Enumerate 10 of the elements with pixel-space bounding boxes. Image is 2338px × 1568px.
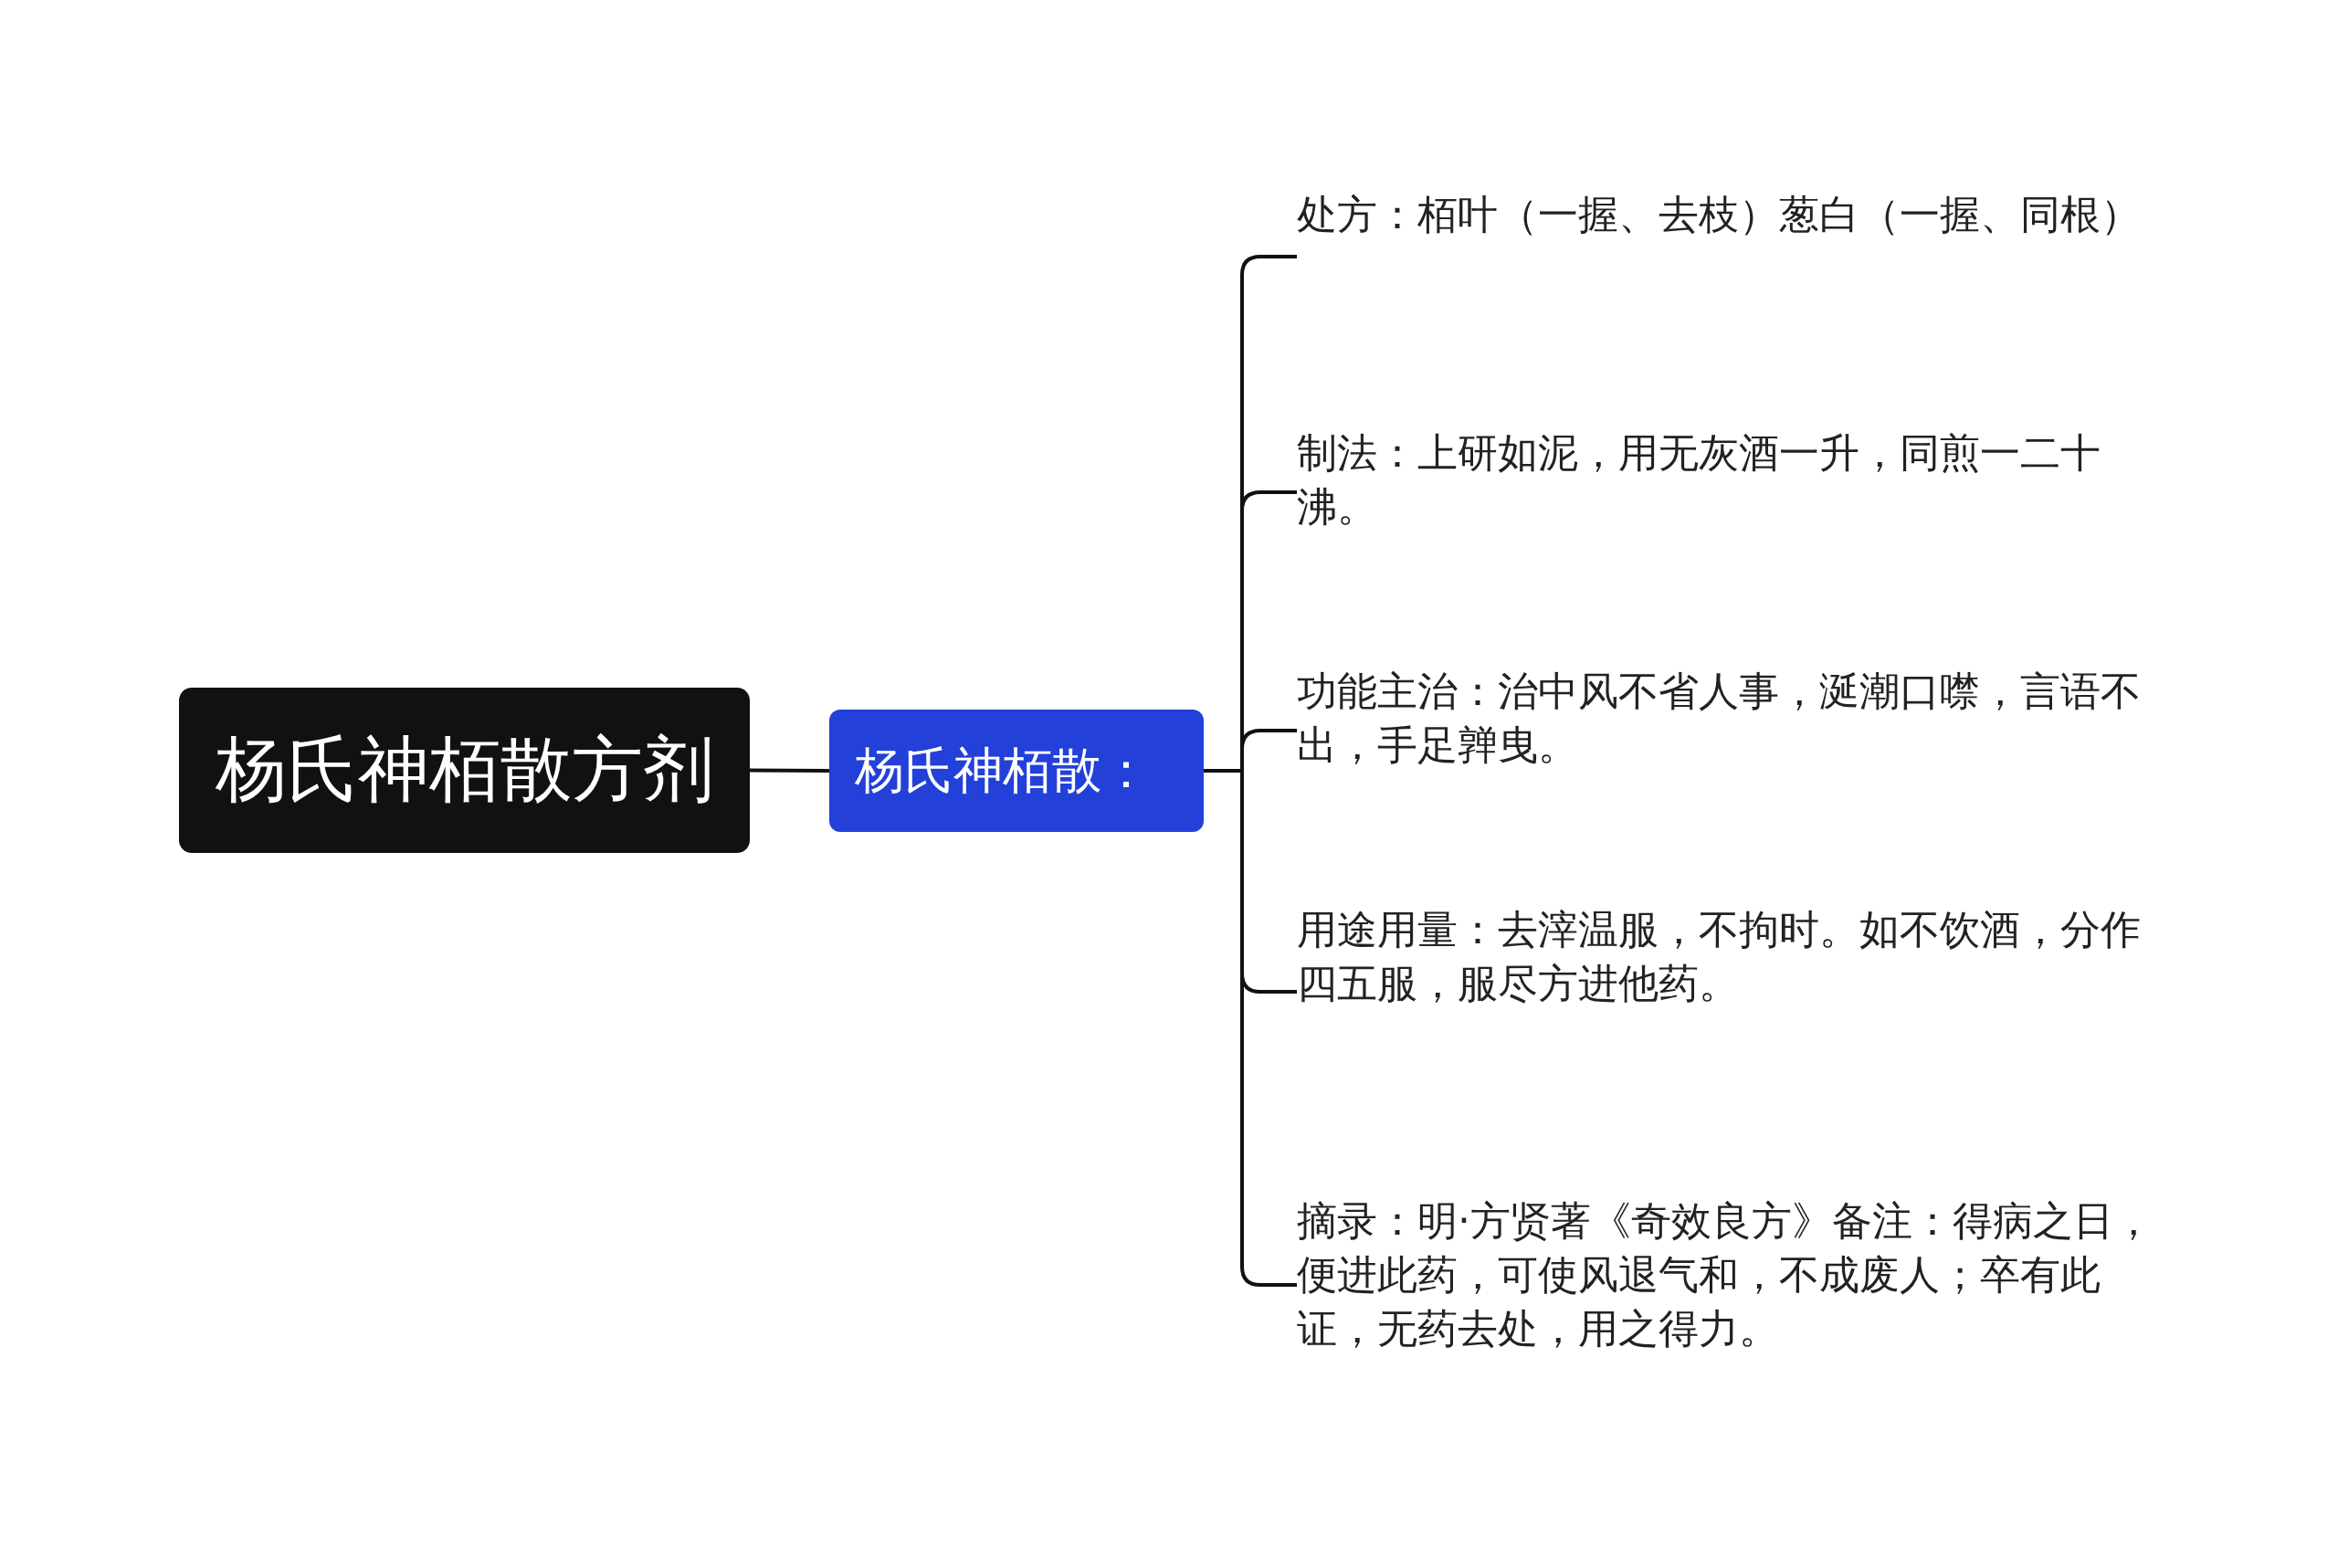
topic-label: 杨氏神栢散方剂 <box>215 727 714 812</box>
note-text: 用途用量：去滓温服，不拘时。如不饮酒，分作四五服，服尽方进他药。 <box>1297 906 2141 1006</box>
note-text: 摘录：明·方贤著《奇效良方》备注：得病之日，便进此药，可使风退气和，不成废人；卒有此证，无药去处，用之得力。 <box>1297 1197 2154 1352</box>
connector-line <box>750 768 829 773</box>
note-text: 处方：栢叶（一握、去枝）葱白（一握、同根） <box>1297 191 2141 237</box>
root-topic <box>179 688 750 853</box>
topic-box <box>829 710 1204 832</box>
note-text: 功能主治：治中风不省人事，涎潮口噤，言语不出，手足亸曳。 <box>1297 668 2141 768</box>
topic-label: 杨氏神栢散： <box>855 740 1151 801</box>
note-text: 制法：上研如泥，用无灰酒一升，同煎一二十沸。 <box>1297 429 2101 530</box>
